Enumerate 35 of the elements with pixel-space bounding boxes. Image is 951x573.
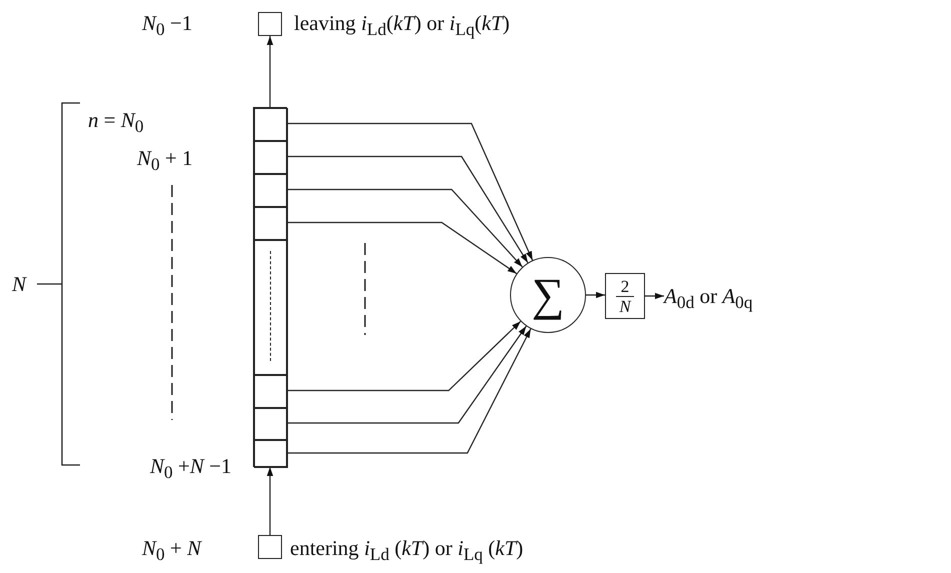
signal-label: entering i$_{Ld}$ (kT) or i$_{Lq}$ (kT) — [290, 536, 524, 566]
buffer-cell — [254, 408, 288, 440]
fraction-denominator: N — [618, 296, 632, 316]
buffer-cell — [254, 141, 288, 174]
buffer-cell — [254, 108, 288, 141]
window-length-label: N — [12, 272, 26, 296]
arrow — [287, 326, 527, 424]
signal-label: leaving i$_{Ld}$(kT) or i$_{Lq}$(kT) — [294, 11, 510, 42]
buffer-cell — [254, 440, 288, 468]
arrow — [645, 292, 664, 300]
index-label: N$_{0}$ −1 — [142, 11, 192, 42]
arrow — [287, 328, 532, 454]
buffer-column — [253, 107, 287, 467]
buffer-cell — [254, 207, 288, 240]
arrow — [586, 292, 605, 298]
index-label: N$_{0}$ + N — [142, 536, 202, 566]
arrow — [287, 320, 522, 392]
arrow — [266, 36, 274, 107]
arrow — [287, 188, 523, 268]
summation-symbol: ∑ — [532, 270, 564, 320]
index-label: N$_{0}$ +N −1 — [150, 454, 232, 484]
arrow — [266, 467, 274, 535]
arrow — [287, 122, 534, 261]
buffer-cell — [254, 375, 288, 408]
arrow — [287, 156, 528, 264]
fraction-numerator: 2 — [616, 276, 634, 296]
buffer-cell — [258, 12, 282, 36]
buffer-cell — [258, 535, 282, 559]
index-label: N$_{0}$ + 1 — [137, 146, 193, 176]
arrow — [287, 222, 517, 274]
buffer-cell — [254, 240, 288, 375]
summation-circle — [510, 257, 586, 333]
gain-box — [605, 273, 645, 319]
buffer-cell — [254, 174, 288, 207]
index-label: n = N$_{0}$ — [88, 108, 144, 138]
